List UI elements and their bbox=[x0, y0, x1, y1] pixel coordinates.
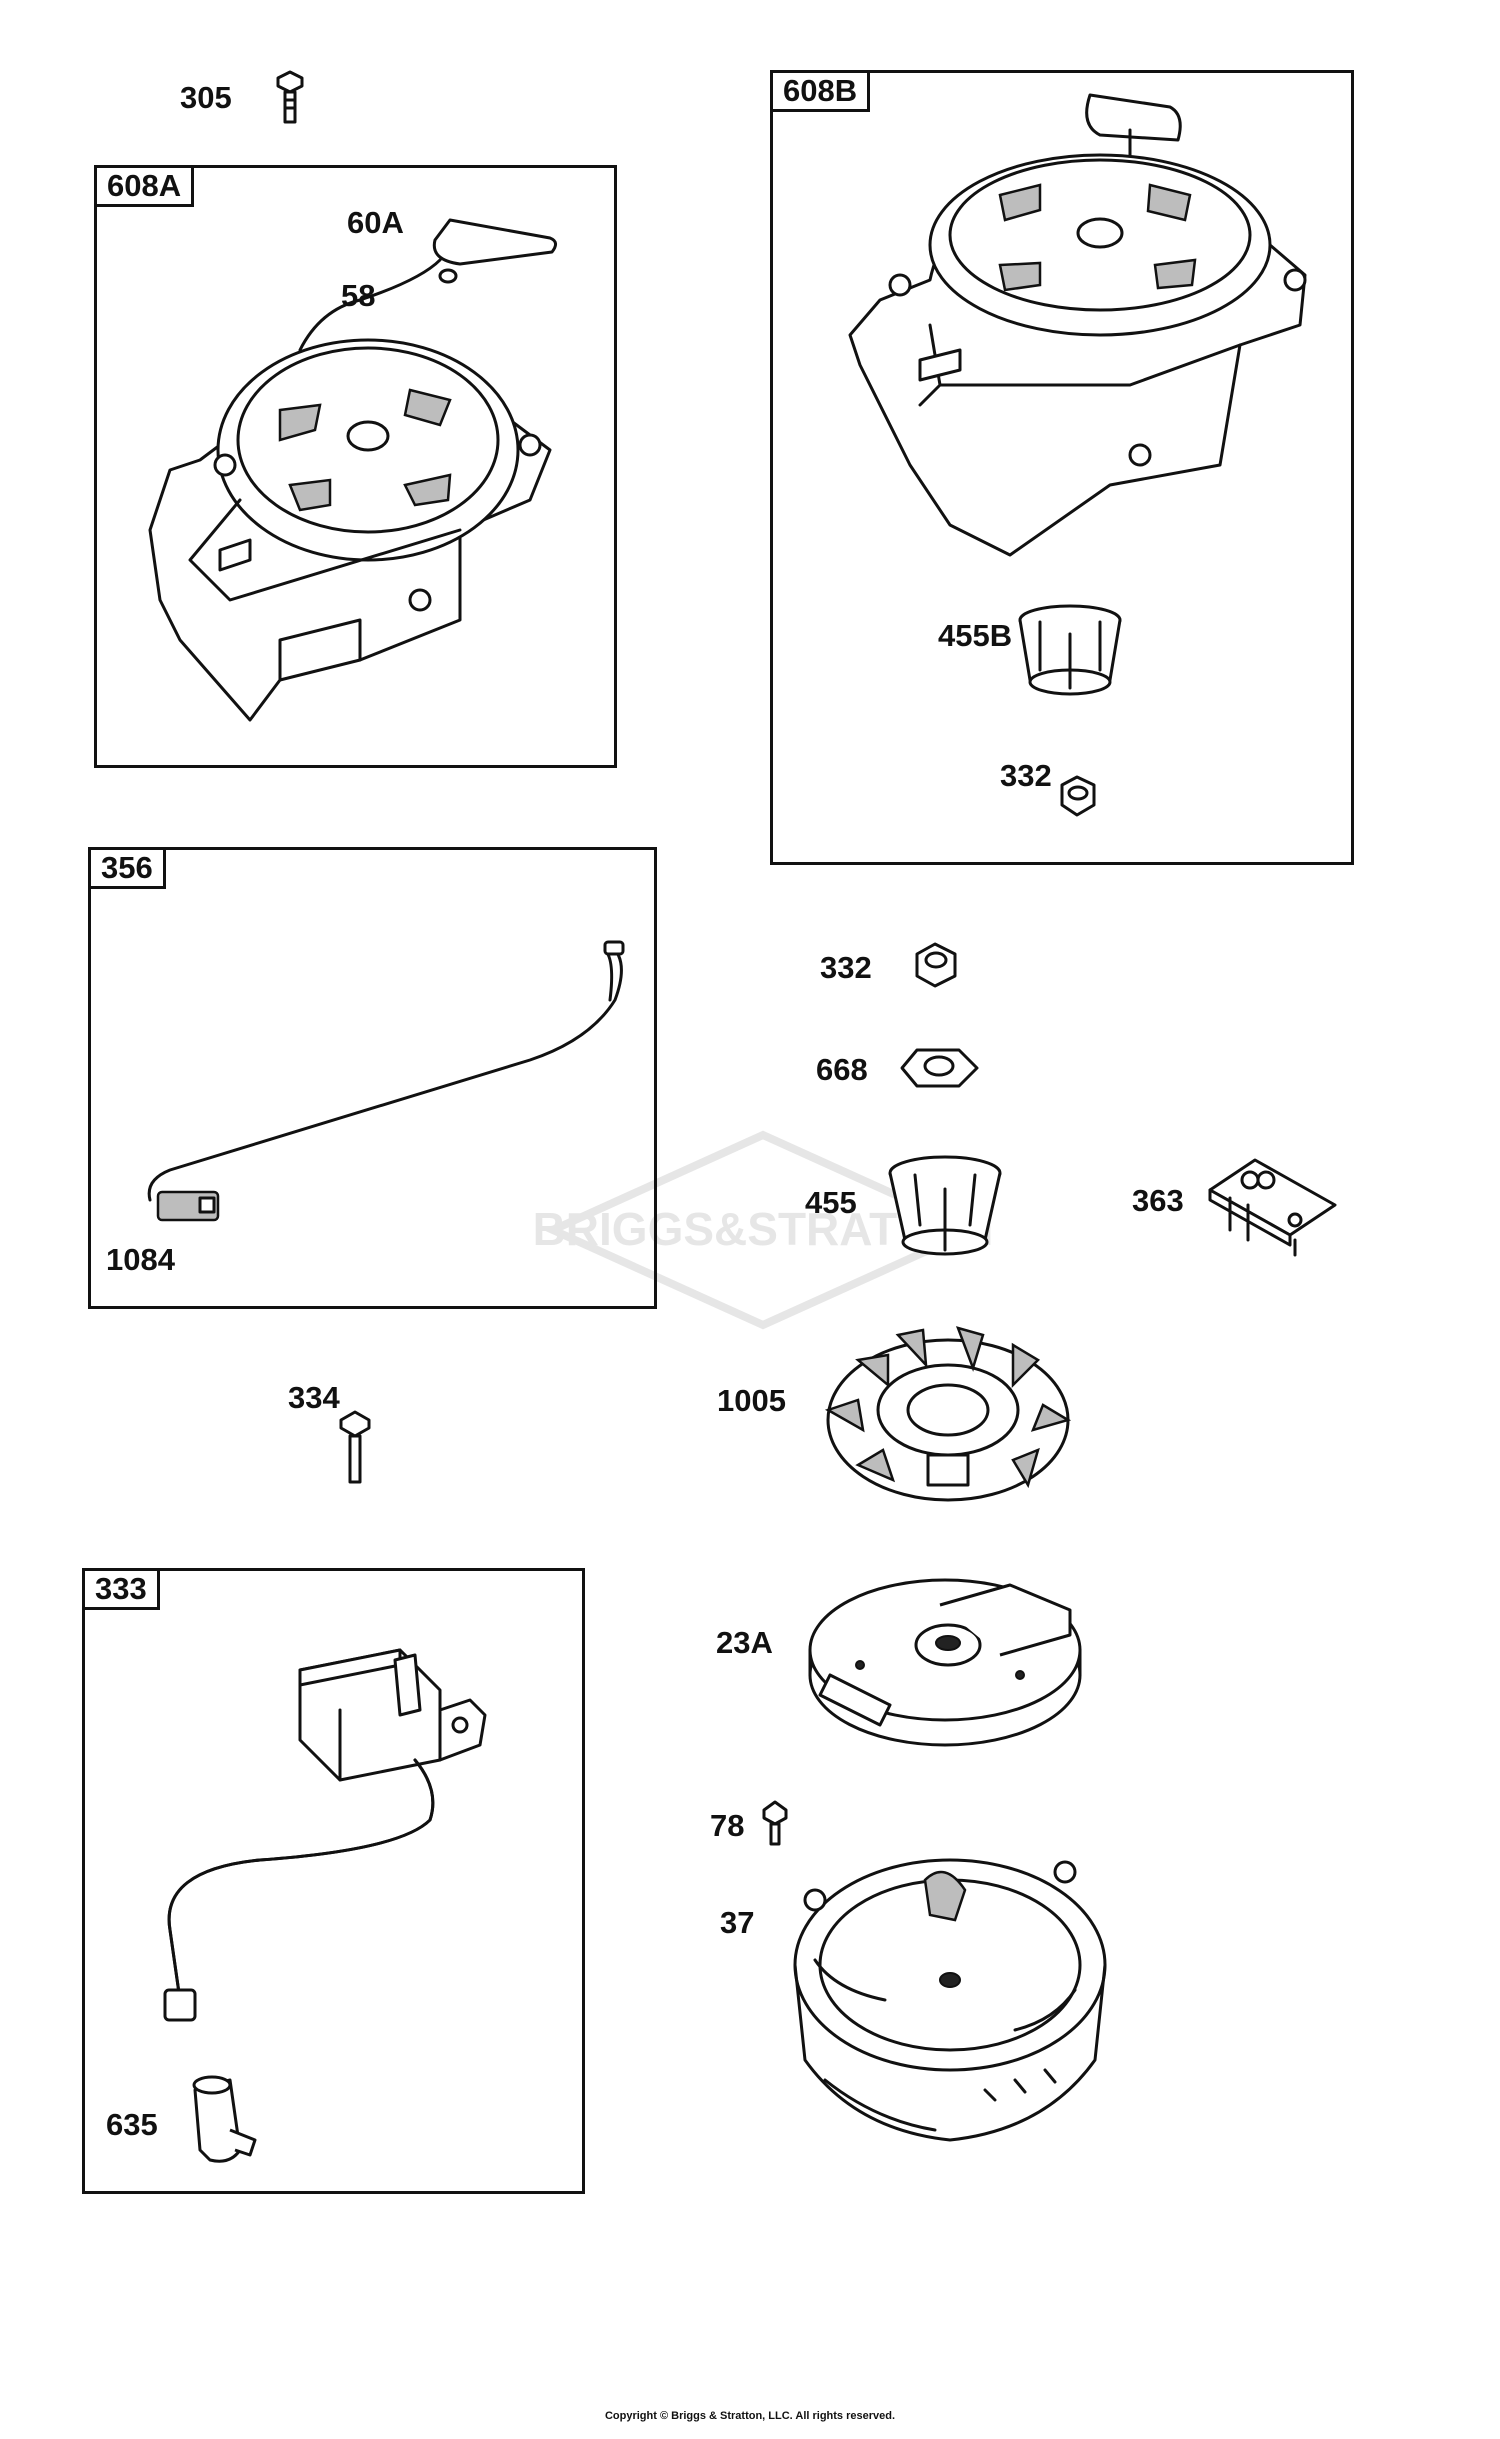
callout-668[interactable]: 668 bbox=[816, 1052, 868, 1087]
flywheel-23a-drawing bbox=[808, 1578, 1082, 1747]
callout-60a[interactable]: 60A bbox=[347, 205, 404, 240]
nut-332-top-drawing bbox=[1060, 775, 1096, 817]
box-356: 356 bbox=[88, 847, 657, 1309]
part-455b-drawing bbox=[1018, 604, 1122, 696]
screw-78-drawing bbox=[762, 1800, 788, 1846]
callout-363[interactable]: 363 bbox=[1132, 1183, 1184, 1218]
bracket-363-drawing bbox=[1208, 1158, 1337, 1257]
box-608a-tag[interactable]: 608A bbox=[97, 168, 195, 207]
bolt-305-drawing bbox=[276, 70, 304, 124]
starter-608a-drawing bbox=[148, 218, 557, 722]
housing-37-drawing bbox=[793, 1858, 1107, 2142]
box-333: 333 bbox=[82, 1568, 585, 2194]
wire-356-drawing bbox=[147, 940, 625, 1222]
callout-37[interactable]: 37 bbox=[720, 1905, 755, 1940]
callout-305[interactable]: 305 bbox=[180, 80, 232, 115]
washer-668-drawing bbox=[900, 1048, 979, 1088]
box-356-tag[interactable]: 356 bbox=[91, 850, 166, 889]
bolt-334-drawing bbox=[339, 1410, 371, 1484]
callout-1005[interactable]: 1005 bbox=[717, 1383, 786, 1418]
callout-332-top[interactable]: 332 bbox=[1000, 758, 1052, 793]
callout-332[interactable]: 332 bbox=[820, 950, 872, 985]
fan-1005-drawing bbox=[824, 1326, 1072, 1502]
copyright-notice: Copyright © Briggs & Stratton, LLC. All … bbox=[604, 2410, 896, 2422]
box-608a: 608A bbox=[94, 165, 617, 768]
box-608b-tag[interactable]: 608B bbox=[773, 73, 871, 112]
callout-334[interactable]: 334 bbox=[288, 1380, 340, 1415]
callout-78[interactable]: 78 bbox=[710, 1808, 745, 1843]
part-455-drawing bbox=[888, 1155, 1002, 1256]
callout-635[interactable]: 635 bbox=[106, 2107, 158, 2142]
callout-455[interactable]: 455 bbox=[805, 1185, 857, 1220]
callout-1084[interactable]: 1084 bbox=[106, 1242, 175, 1277]
coil-333-drawing bbox=[163, 1648, 487, 2163]
box-608b: 608B bbox=[770, 70, 1354, 865]
starter-608b-drawing bbox=[848, 93, 1307, 557]
box-333-tag[interactable]: 333 bbox=[85, 1571, 160, 1610]
callout-23a[interactable]: 23A bbox=[716, 1625, 773, 1660]
nut-332-drawing bbox=[915, 942, 957, 988]
callout-455b[interactable]: 455B bbox=[938, 618, 1013, 653]
